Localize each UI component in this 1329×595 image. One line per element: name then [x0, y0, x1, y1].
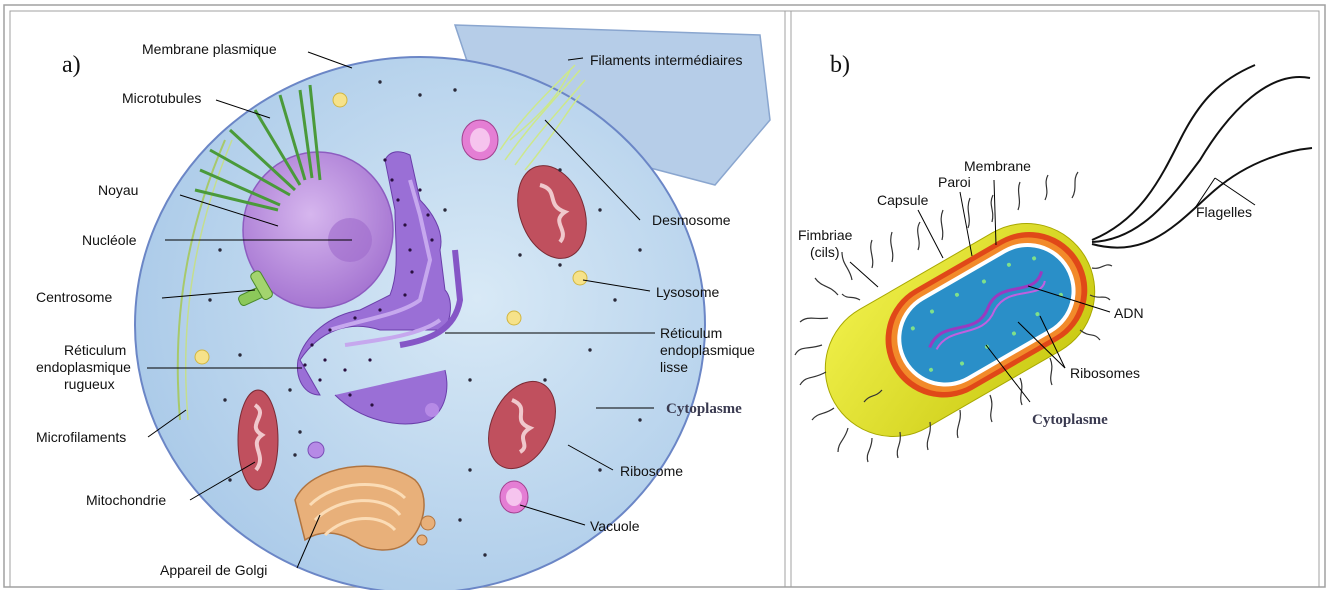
label-vacuole: Vacuole: [590, 518, 640, 534]
label-microfilaments: Microfilaments: [36, 429, 126, 445]
label-fimbriae-line2: (cils): [810, 244, 840, 260]
panel-b-letter: b): [830, 52, 850, 78]
label-nucleole: Nucléole: [82, 232, 137, 248]
label-paroi: Paroi: [938, 174, 971, 190]
label-ret-lisse-line3: lisse: [660, 359, 688, 375]
label-ret-rugueux-line2: endoplasmique: [36, 359, 131, 375]
label-ret-rugueux-line1: Réticulum: [64, 342, 126, 358]
label-microtubules: Microtubules: [122, 90, 201, 106]
label-fimbriae-line1: Fimbriae: [798, 227, 853, 243]
label-ribosomes: Ribosomes: [1070, 365, 1140, 381]
label-adn: ADN: [1114, 305, 1144, 321]
label-lysosome: Lysosome: [656, 284, 720, 300]
label-ret-lisse-line2: endoplasmique: [660, 342, 755, 358]
label-filaments-intermediaires: Filaments intermédiaires: [590, 52, 743, 68]
label-cytoplasme-a: Cytoplasme: [666, 401, 742, 417]
label-noyau: Noyau: [98, 182, 138, 198]
label-flagelles: Flagelles: [1196, 204, 1252, 220]
label-membrane: Membrane: [964, 158, 1031, 174]
label-capsule: Capsule: [877, 192, 929, 208]
panel-a: a): [36, 25, 770, 590]
label-ret-lisse-line1: Réticulum: [660, 325, 722, 341]
panel-a-letter: a): [62, 52, 81, 78]
label-centrosome: Centrosome: [36, 289, 112, 305]
label-membrane-plasmique: Membrane plasmique: [142, 41, 277, 57]
flagella-shape: [1092, 65, 1312, 248]
label-ret-rugueux-line3: rugueux: [64, 376, 115, 392]
label-mitochondrie: Mitochondrie: [86, 492, 166, 508]
label-cytoplasme-b: Cytoplasme: [1032, 412, 1108, 428]
label-desmosome: Desmosome: [652, 212, 731, 228]
label-ribosome: Ribosome: [620, 463, 683, 479]
label-appareil-golgi: Appareil de Golgi: [160, 562, 267, 578]
panel-b: b): [795, 52, 1312, 462]
